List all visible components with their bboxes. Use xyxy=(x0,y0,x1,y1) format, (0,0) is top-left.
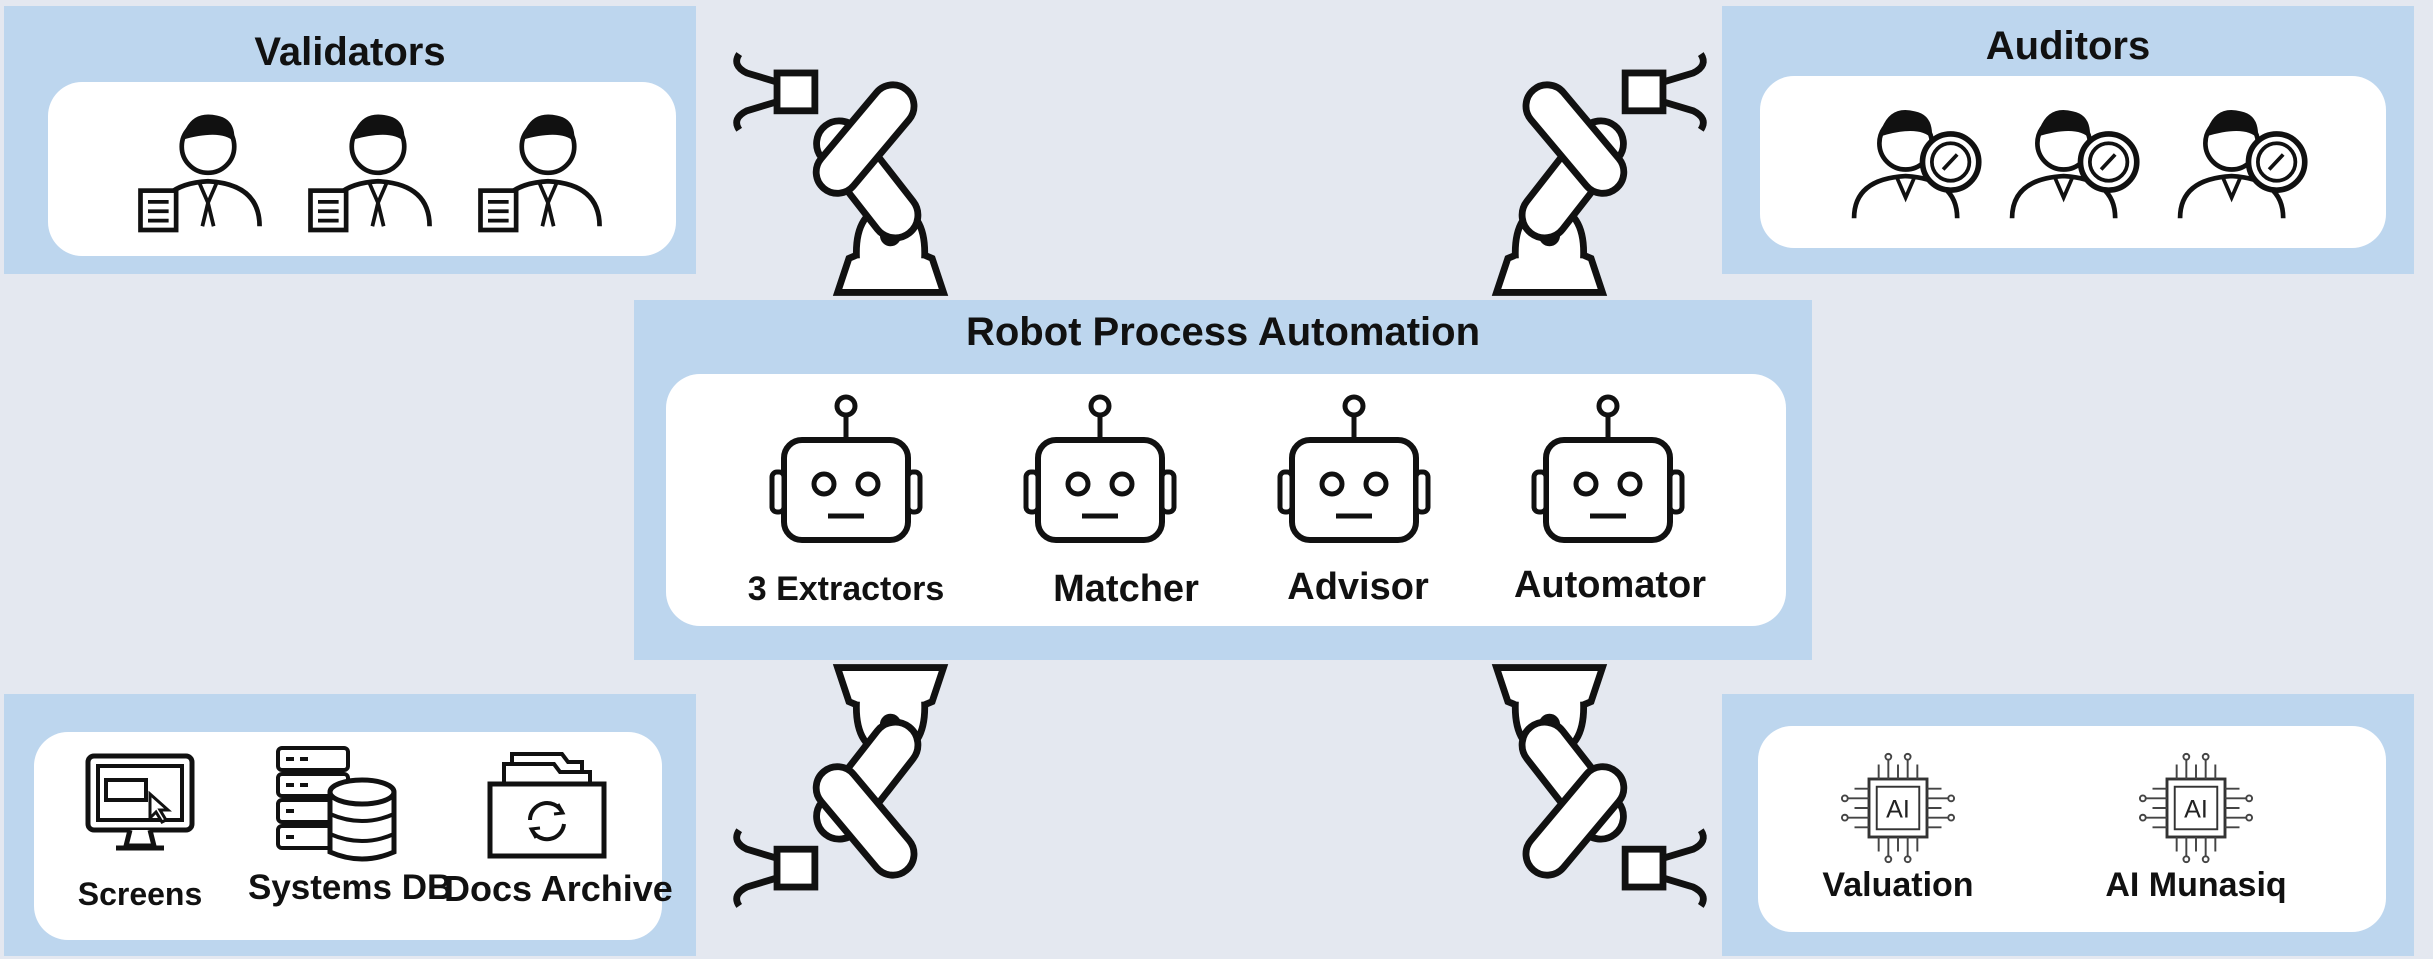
source-label-systems-db: Systems DB xyxy=(248,868,453,907)
robotic-arm-icon-bottom-left xyxy=(690,660,970,940)
rpa-card: 3 Extractors Matcher Advisor Automator xyxy=(666,374,1786,626)
sources-panel: Screens Systems DB Docs Archive xyxy=(4,694,696,956)
robot-head-icon xyxy=(1020,392,1180,552)
robot-head-icon xyxy=(1528,392,1688,552)
ai-panel: Valuation AI Munasiq xyxy=(1722,694,2414,956)
bot-label-automator: Automator xyxy=(1513,564,1707,606)
robotic-arm-icon-top-right xyxy=(1470,20,1750,300)
bot-label-advisor: Advisor xyxy=(1287,566,1429,608)
archive-box-icon xyxy=(487,752,607,859)
person-magnifier-icon xyxy=(1998,82,2148,242)
ai-chip-icon xyxy=(1840,752,1956,864)
bot-label-extractors: 3 Extractors xyxy=(747,570,945,608)
monitor-icon xyxy=(85,753,195,851)
database-icon xyxy=(276,746,397,862)
source-label-screens: Screens xyxy=(77,876,203,912)
person-document-icon xyxy=(473,90,623,250)
ai-card: Valuation AI Munasiq xyxy=(1758,726,2386,932)
robot-head-icon xyxy=(766,392,926,552)
ai-label-valuation: Valuation xyxy=(1822,866,1974,904)
robot-head-icon xyxy=(1274,392,1434,552)
ai-chip-icon xyxy=(2138,752,2254,864)
source-label-docs-archive: Docs Archive xyxy=(444,868,673,909)
robotic-arm-icon-top-left xyxy=(690,20,970,300)
auditors-panel: Auditors xyxy=(1722,6,2414,274)
rpa-panel: Robot Process Automation 3 Extractors Ma… xyxy=(634,300,1812,660)
bot-label-matcher: Matcher xyxy=(1053,568,1199,610)
validators-title: Validators xyxy=(254,30,446,74)
auditors-title: Auditors xyxy=(1985,24,2151,68)
validators-panel: Validators xyxy=(4,6,696,274)
ai-label-munasiq: AI Munasiq xyxy=(2105,866,2287,904)
person-document-icon xyxy=(303,90,453,250)
person-magnifier-icon xyxy=(1840,82,1990,242)
robotic-arm-icon-bottom-right xyxy=(1470,660,1750,940)
sources-card: Screens Systems DB Docs Archive xyxy=(34,732,673,940)
rpa-title: Robot Process Automation xyxy=(965,310,1481,354)
person-magnifier-icon xyxy=(2166,82,2316,242)
validators-card xyxy=(48,82,676,256)
auditors-card xyxy=(1760,76,2386,248)
person-document-icon xyxy=(133,90,283,250)
